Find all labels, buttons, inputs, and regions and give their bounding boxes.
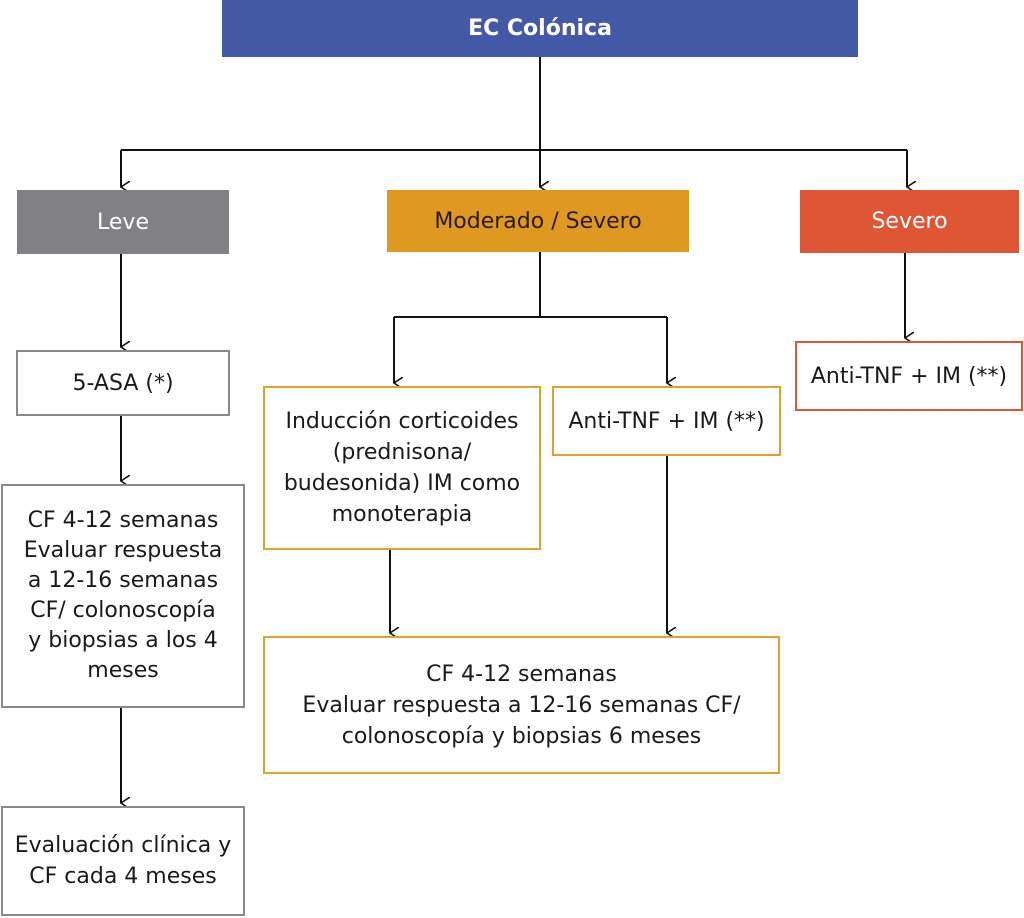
moderado-option-antitnf-text: Anti-TNF + IM (**) — [568, 408, 765, 434]
category-leve-label: Leve — [97, 209, 149, 235]
leve-step-5asa: 5-ASA (*) — [16, 350, 230, 416]
severo-step-antitnf: Anti-TNF + IM (**) — [795, 341, 1023, 411]
root-node-ec-colonica: EC Colónica — [222, 0, 858, 57]
moderado-option-corticoides-text: Inducción corticoides (prednisona/ budes… — [283, 409, 521, 527]
leve-step-cf-evaluation: CF 4-12 semanas Evaluar respuesta a 12-1… — [1, 484, 245, 708]
severo-step-antitnf-text: Anti-TNF + IM (**) — [810, 363, 1008, 389]
category-moderado-severo: Moderado / Severo — [387, 190, 689, 252]
leve-step-clinical-followup-text: Evaluación clínica y CF cada 4 meses — [14, 833, 232, 889]
moderado-followup-cf-text: CF 4-12 semanas Evaluar respuesta a 12-1… — [302, 661, 741, 749]
leve-step-clinical-followup: Evaluación clínica y CF cada 4 meses — [1, 806, 245, 916]
moderado-option-corticoides: Inducción corticoides (prednisona/ budes… — [263, 386, 541, 550]
root-label: EC Colónica — [468, 16, 612, 41]
category-moderado-severo-label: Moderado / Severo — [434, 208, 642, 234]
category-severo: Severo — [800, 190, 1019, 253]
moderado-option-antitnf: Anti-TNF + IM (**) — [552, 386, 781, 456]
category-severo-label: Severo — [871, 209, 948, 234]
leve-step-cf-evaluation-text: CF 4-12 semanas Evaluar respuesta a 12-1… — [23, 508, 223, 683]
moderado-followup-cf: CF 4-12 semanas Evaluar respuesta a 12-1… — [263, 636, 780, 774]
leve-step-5asa-text: 5-ASA (*) — [72, 370, 174, 396]
category-leve: Leve — [17, 190, 229, 254]
